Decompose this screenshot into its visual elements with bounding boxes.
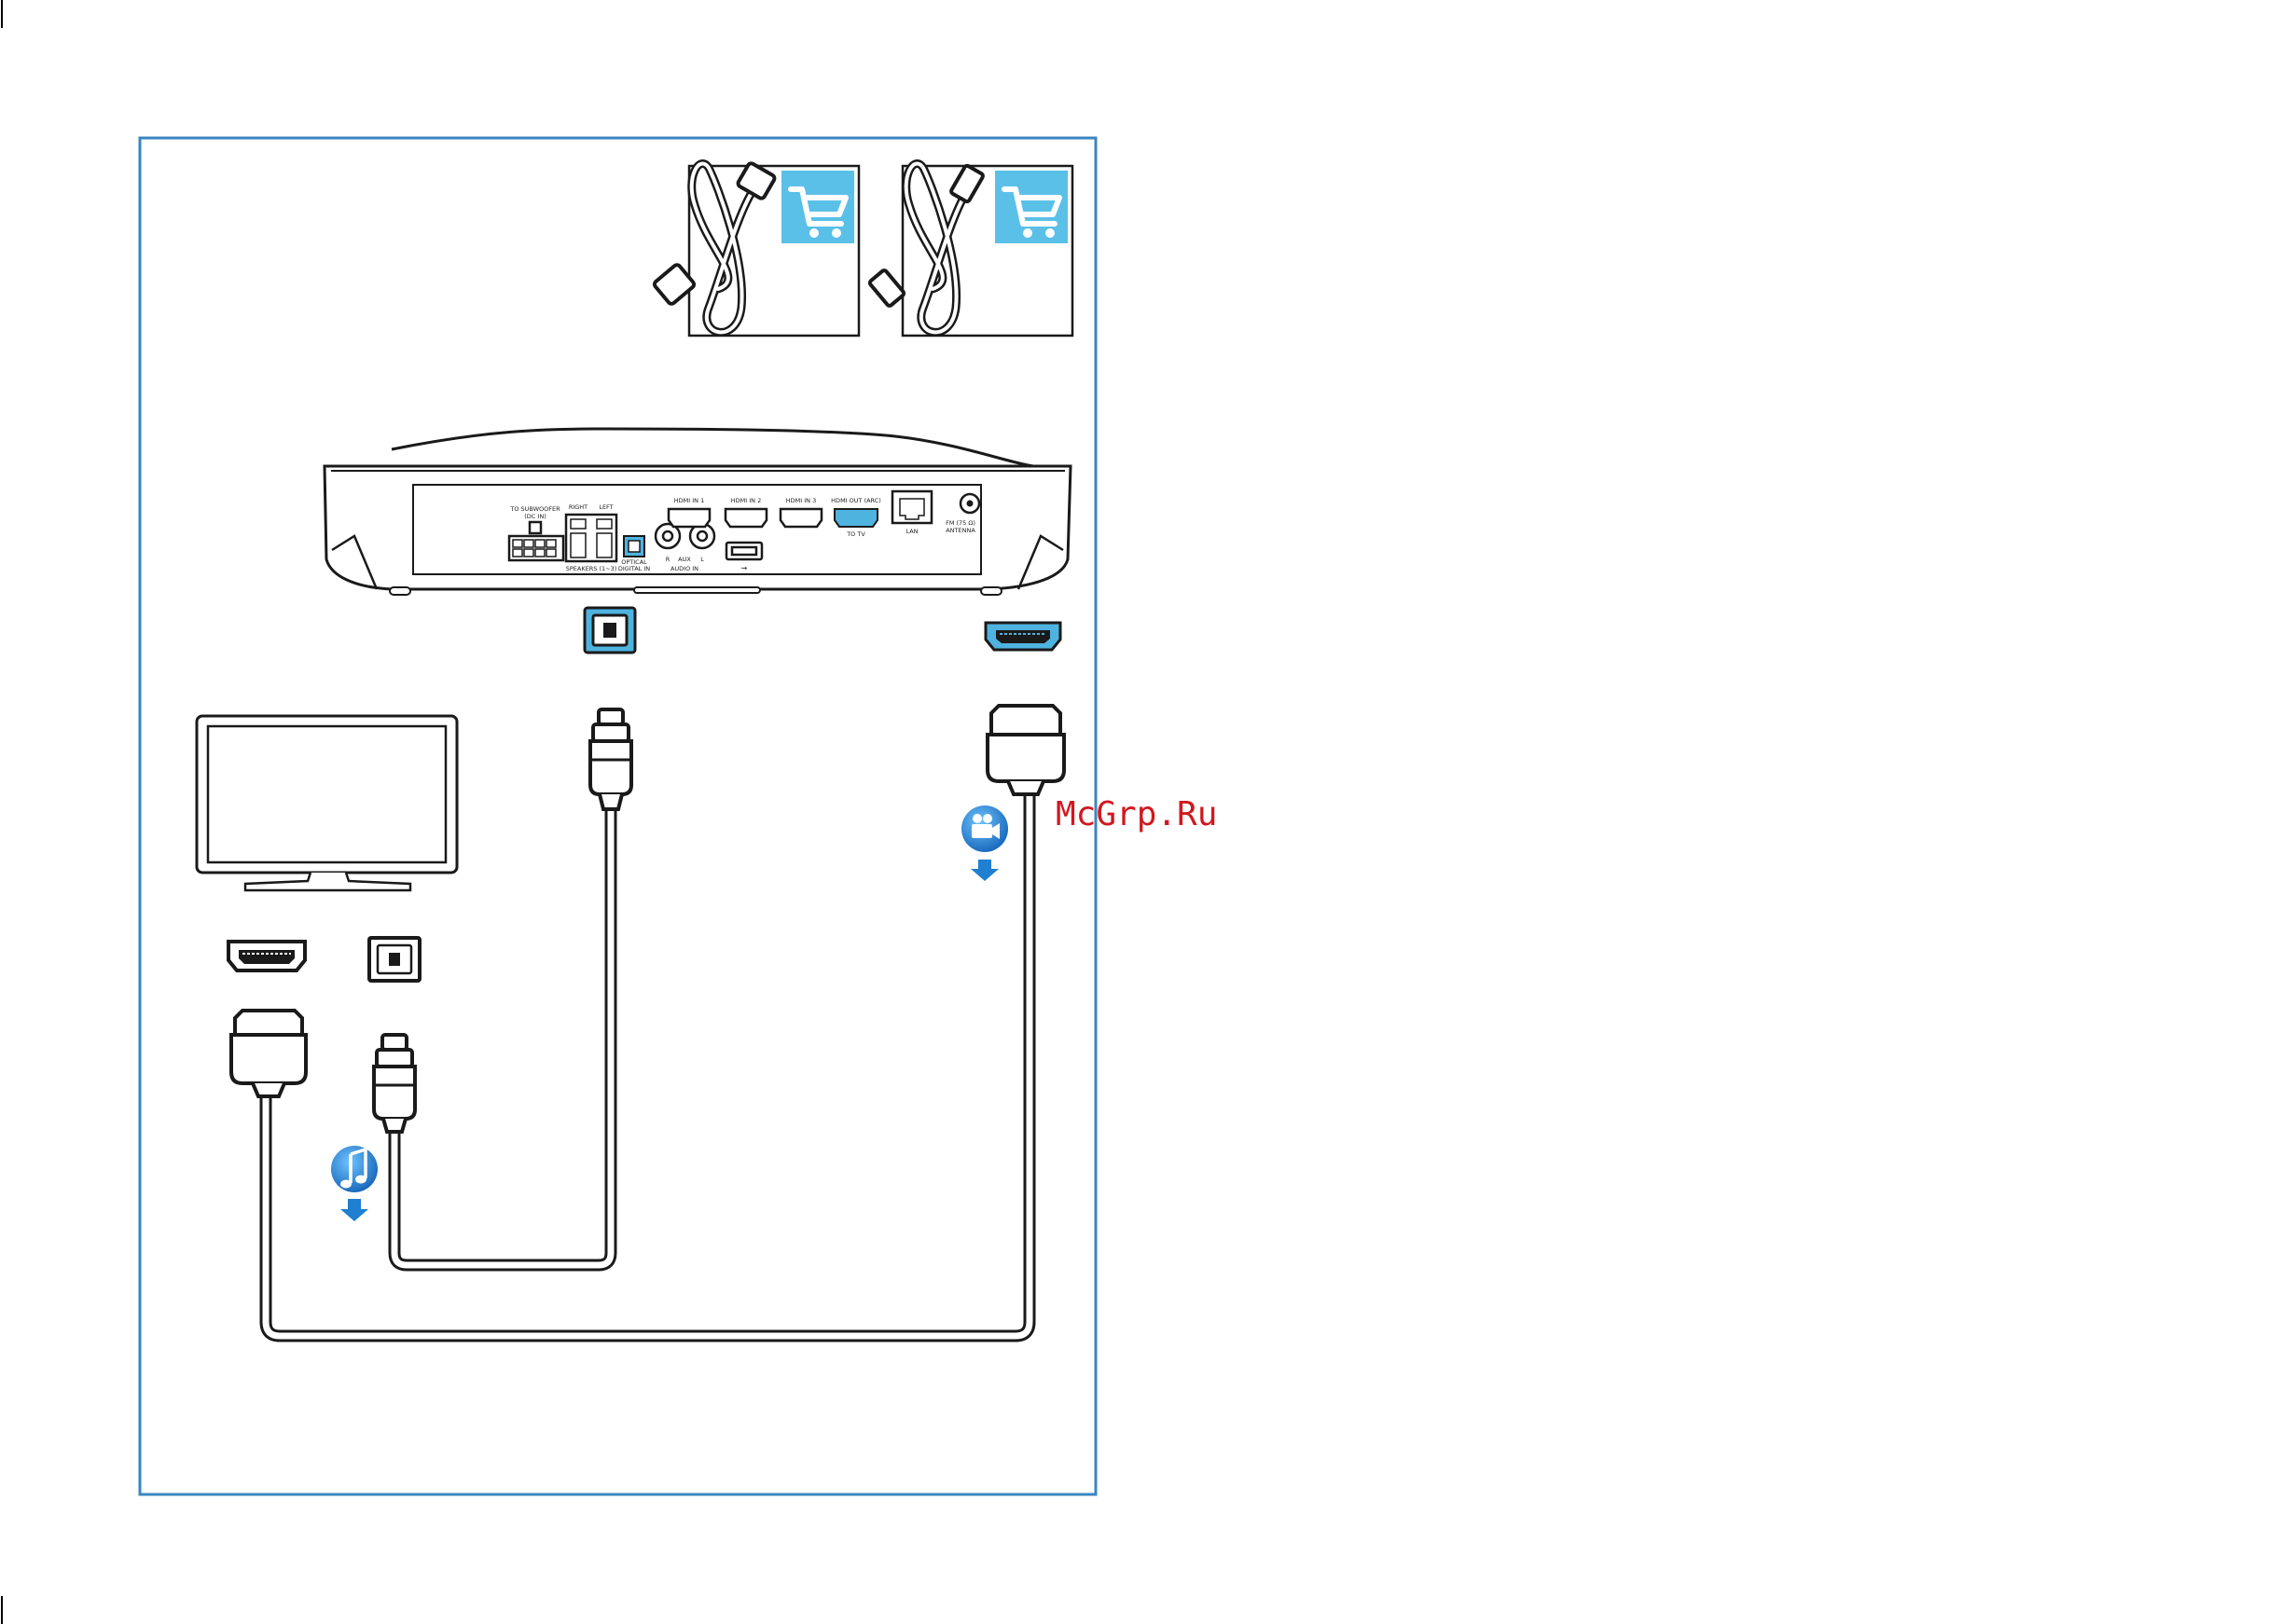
l-label: L [700, 556, 704, 563]
dc-in-port-top [530, 522, 541, 533]
hdmi-in-2-label: HDMI IN 2 [731, 497, 761, 504]
hdmi-in-3-label: HDMI IN 3 [786, 497, 816, 504]
audio-in-label: AUDIO IN [670, 565, 698, 572]
hdmi-in-1-port [669, 509, 710, 527]
digital-in-label: DIGITAL IN [618, 565, 650, 572]
video-camera-icon [961, 805, 1008, 852]
hdmi-cable-accessory [653, 162, 859, 336]
optical-cable-core [394, 808, 611, 1265]
left-label: LEFT [599, 503, 613, 511]
hdmi-port-icon [986, 623, 1060, 650]
to-tv-label: TO TV [846, 530, 865, 538]
hdmi-in-3-port [781, 509, 822, 527]
optical-connector-unit [590, 709, 631, 809]
arrow-down-icon [971, 860, 999, 881]
optical-port-icon [585, 608, 635, 653]
watermark-text: McGrp.Ru [1056, 795, 1217, 833]
optical-cable [394, 808, 611, 1265]
antenna-label: ANTENNA [946, 527, 975, 534]
optical-cable-accessory [869, 164, 1072, 336]
home-theater-unit: TO SUBWOOFER (DC IN) RIGHT LEFT SPEAKERS… [325, 429, 1071, 595]
hdmi-in-2-port [726, 509, 767, 527]
dc-in-label: (DC IN) [524, 513, 546, 520]
r-label: R [666, 556, 670, 563]
aux-label: AUX [678, 556, 691, 563]
subwoofer-label: TO SUBWOOFER [509, 505, 560, 513]
hdmi-out-label: HDMI OUT (ARC) [831, 497, 881, 504]
right-label: RIGHT [569, 503, 588, 511]
hdmi-connector-tv [231, 1011, 306, 1096]
speaker-terminal-block [566, 515, 616, 561]
tv-optical-port-icon [369, 938, 420, 981]
optical-connector-tv [374, 1035, 415, 1132]
tv-hdmi-port-icon [228, 942, 305, 970]
fm-label: FM (75 Ω) [946, 519, 975, 527]
lan-label: LAN [905, 528, 918, 535]
arrow-down-icon [340, 1199, 368, 1221]
speakers-label: SPEAKERS (1~3) [566, 565, 616, 572]
usb-icon: ⇝ [741, 564, 748, 572]
hdmi-in-1-label: HDMI IN 1 [674, 497, 704, 504]
hdmi-connector-unit [988, 706, 1064, 794]
tv [197, 716, 457, 890]
music-note-icon [331, 1146, 378, 1192]
hdmi-out-arc-port [835, 509, 878, 527]
